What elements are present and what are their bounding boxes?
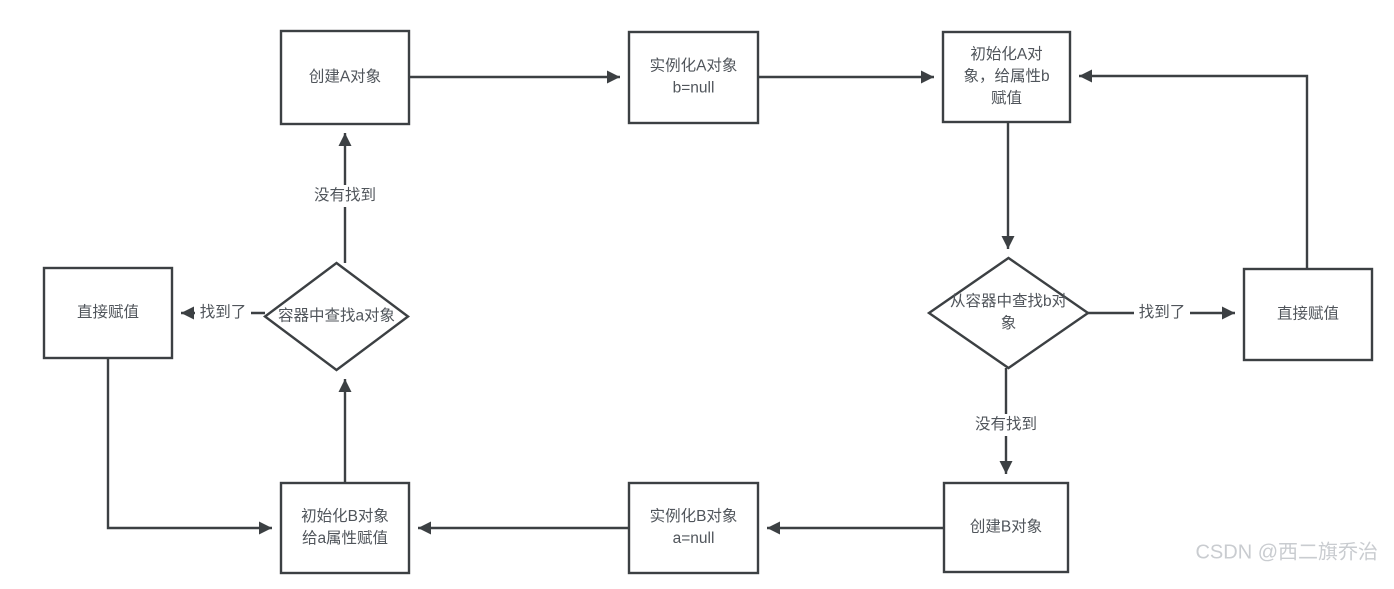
node-create-a[interactable]: 创建A对象 xyxy=(279,29,411,126)
edge-label-text: 找到了 xyxy=(1139,303,1186,321)
edge-line xyxy=(1079,74,1309,269)
node-label-find-b-in-container: 从容器中查找b对象 xyxy=(950,292,1067,332)
node-shape-diamond xyxy=(262,261,411,372)
arrowhead-icon xyxy=(1079,69,1092,83)
edge-init-b-to-find-a xyxy=(338,379,352,483)
node-shape-rect xyxy=(1242,267,1374,362)
edge-init-a-to-find-b xyxy=(1001,122,1015,249)
arrowhead-icon xyxy=(181,306,194,320)
edges-layer xyxy=(106,69,1309,535)
arrowhead-icon xyxy=(338,133,352,146)
edge-assign-right-to-init-a xyxy=(1079,69,1309,269)
arrowhead-icon xyxy=(1222,306,1235,320)
node-shape-rect xyxy=(941,30,1072,124)
node-find-b-in-container[interactable]: 从容器中查找b对象 xyxy=(926,256,1091,370)
arrowhead-icon xyxy=(259,521,272,535)
node-label-create-a: 创建A对象 xyxy=(309,68,381,86)
edge-label-find-a-found-to-assign-left: 找到了 xyxy=(195,302,251,324)
edge-label-backdrop xyxy=(1134,302,1190,324)
edge-label-backdrop xyxy=(195,302,251,324)
csdn-watermark: CSDN @西二旗乔治 xyxy=(1195,540,1378,563)
edge-label-text: 没有找到 xyxy=(975,415,1037,433)
arrowhead-icon xyxy=(418,521,431,535)
node-shape-rect xyxy=(942,481,1070,574)
arrowhead-icon xyxy=(767,521,780,535)
edge-label-backdrop xyxy=(309,185,381,207)
node-shape-rect xyxy=(279,29,411,126)
node-label-assign-directly-right: 直接赋值 xyxy=(1277,305,1339,323)
arrowhead-icon xyxy=(999,461,1013,474)
node-assign-directly-left[interactable]: 直接赋值 xyxy=(42,266,174,360)
arrowhead-icon xyxy=(607,70,620,84)
edge-label-text: 找到了 xyxy=(200,303,247,321)
arrowhead-icon xyxy=(338,379,352,392)
edge-label-find-a-notfound-to-create-a: 没有找到 xyxy=(309,185,381,207)
node-shape-diamond xyxy=(926,256,1091,370)
edge-instantiate-a-to-init-a xyxy=(758,70,934,84)
node-shape-rect xyxy=(627,481,760,575)
node-shape-rect xyxy=(627,30,760,125)
node-label-find-a-in-container: 容器中查找a对象 xyxy=(278,307,395,325)
edge-assign-left-to-init-b xyxy=(106,358,272,535)
node-shape-rect xyxy=(279,481,411,575)
edge-instantiate-b-to-init-b xyxy=(418,521,629,535)
edge-label-find-b-notfound-to-create-b: 没有找到 xyxy=(970,414,1042,436)
edge-create-b-to-instantiate-b xyxy=(767,521,944,535)
node-label-assign-directly-left: 直接赋值 xyxy=(77,303,139,321)
edge-label-backdrop xyxy=(970,414,1042,436)
edge-create-a-to-instantiate-a xyxy=(409,70,620,84)
edge-label-find-b-found-to-assign-right: 找到了 xyxy=(1134,302,1190,324)
edge-line xyxy=(106,358,272,530)
arrowhead-icon xyxy=(921,70,934,84)
node-label-create-b: 创建B对象 xyxy=(970,518,1042,536)
node-assign-directly-right[interactable]: 直接赋值 xyxy=(1242,267,1374,362)
node-shape-rect xyxy=(42,266,174,360)
node-init-b[interactable]: 初始化B对象给a属性赋值 xyxy=(279,481,411,575)
arrowhead-icon xyxy=(1001,236,1015,249)
node-label-init-b: 初始化B对象给a属性赋值 xyxy=(301,507,389,547)
node-create-b[interactable]: 创建B对象 xyxy=(942,481,1070,574)
node-find-a-in-container[interactable]: 容器中查找a对象 xyxy=(262,261,411,372)
edge-label-text: 没有找到 xyxy=(314,186,376,204)
